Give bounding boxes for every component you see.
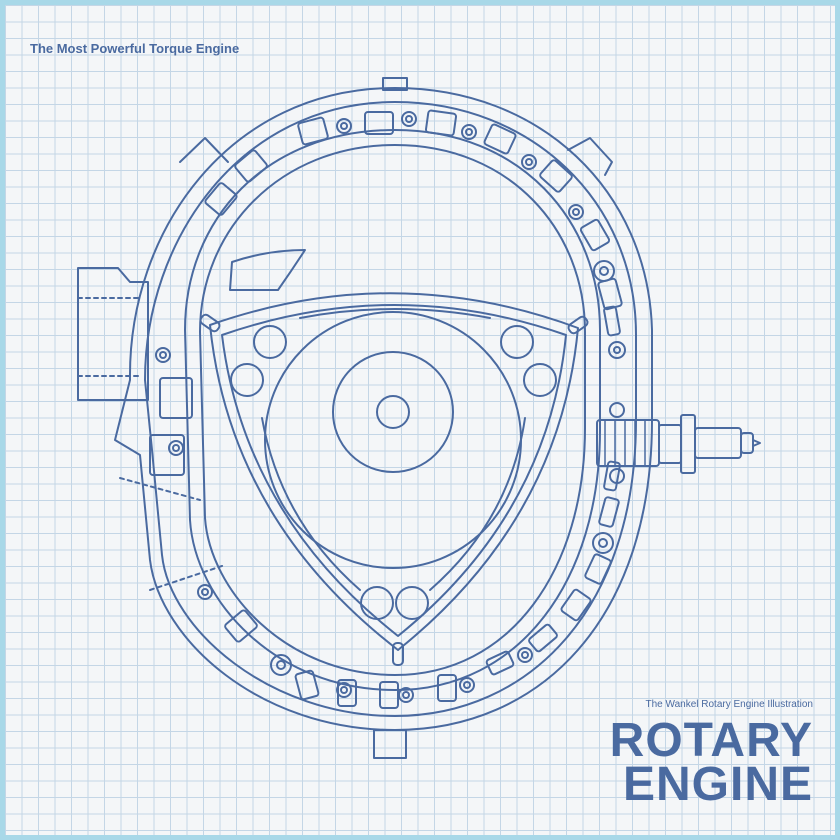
rotor-hole-4 — [523, 363, 557, 397]
intake-blade — [229, 249, 306, 291]
eccentric-shaft — [332, 351, 454, 473]
rotor-hole-1 — [253, 325, 287, 359]
spark-plug — [596, 414, 761, 474]
title-rotary: ROTARY — [609, 714, 813, 767]
illustration-caption: The Wankel Rotary Engine Illustration — [645, 699, 814, 710]
rotor-hole-3 — [230, 363, 264, 397]
housing-bolts — [155, 111, 626, 703]
combustion-chamber-outer — [184, 129, 601, 691]
grid-paper — [5, 5, 835, 835]
housing-pocket-ring — [149, 109, 623, 709]
rotary-engine-drawing — [77, 77, 761, 759]
engine-housing-inner — [144, 101, 637, 717]
title-engine: ENGINE — [622, 758, 813, 811]
rotor-inner — [221, 304, 567, 637]
top-left-lug — [179, 137, 229, 163]
top-mount-tab — [382, 77, 408, 91]
combustion-chamber-inner — [199, 144, 586, 676]
rotor-hole-2 — [500, 325, 534, 359]
shaft-center — [376, 395, 410, 429]
apex-seal-left — [199, 313, 221, 333]
top-right-lug — [567, 137, 613, 176]
apex-seal-right — [567, 315, 589, 335]
rotor-rib-top — [299, 308, 491, 319]
engine-housing-outer — [114, 87, 653, 731]
rotor-outer — [209, 292, 579, 651]
apex-seal-bottom — [392, 642, 404, 666]
rotor-hole-6 — [395, 586, 429, 620]
rotor-gear-ring — [264, 311, 522, 569]
rotor-rib-left — [261, 417, 361, 591]
bottom-mount-tab — [373, 729, 407, 759]
exhaust-hidden-1 — [119, 477, 201, 501]
intake-port — [77, 267, 149, 401]
rotor-hole-5 — [360, 586, 394, 620]
exhaust-hidden-2 — [149, 564, 226, 591]
page-subtitle: The Most Powerful Torque Engine — [30, 41, 240, 56]
